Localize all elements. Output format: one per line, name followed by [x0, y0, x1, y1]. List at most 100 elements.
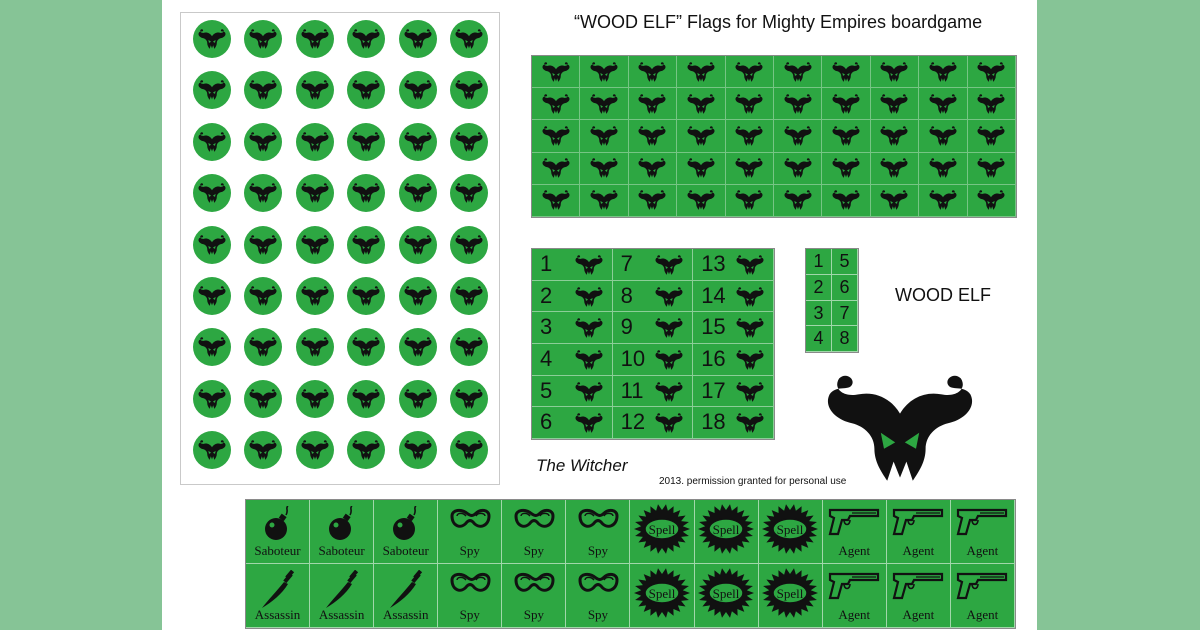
flag-cell [628, 88, 678, 121]
unit-counter: Agent [950, 500, 1015, 564]
unit-counter: Spell [694, 564, 759, 628]
circle-token [347, 379, 386, 418]
pistol-icon [892, 572, 944, 600]
wood-elf-emblem-icon [637, 189, 667, 211]
wood-elf-emblem-icon [248, 28, 278, 50]
spell-burst-icon: Spell [634, 568, 690, 618]
flag-cell [870, 88, 920, 121]
unit-label: Saboteur [382, 543, 429, 558]
circle-token [398, 431, 437, 470]
wood-elf-emblem-icon [783, 189, 813, 211]
unit-counter: Spell [630, 500, 695, 564]
numbered-counter: 11 [612, 375, 694, 408]
wood-elf-emblem-icon [879, 125, 909, 147]
unit-counter: Agent [950, 564, 1015, 628]
wood-elf-emblem-icon [197, 79, 227, 101]
flag-cell [677, 152, 726, 185]
wood-elf-emblem-icon [589, 125, 619, 147]
flag-cell [822, 88, 871, 121]
unit-counter: Assassin [310, 564, 375, 628]
circle-token [450, 328, 488, 367]
wood-elf-emblem-icon [831, 189, 861, 211]
dagger-icon [389, 570, 422, 608]
wood-elf-emblem-icon [976, 93, 1006, 115]
counter-number: 6 [540, 409, 553, 435]
circle-token [193, 174, 231, 213]
counter-number: 16 [701, 345, 726, 371]
flag-cell [532, 56, 581, 89]
wood-elf-emblem-icon [351, 182, 381, 204]
small-counter: 5 [832, 249, 858, 275]
goggles-icon [514, 572, 555, 592]
circle-token [193, 328, 231, 367]
goggles-icon [578, 572, 619, 592]
unit-counter: Spy [438, 564, 503, 628]
flag-cell [725, 88, 774, 121]
circle-token [244, 328, 283, 367]
spell-burst-icon: Spell [698, 504, 755, 554]
wood-elf-emblem-icon [574, 381, 604, 403]
numbered-counter: 6 [532, 407, 613, 439]
wood-elf-emblem-icon [248, 388, 278, 410]
unit-counter: Spy [502, 500, 567, 564]
wood-elf-emblem-icon [248, 439, 278, 461]
flag-cell [870, 56, 920, 89]
dagger-icon [261, 570, 294, 608]
flag-cell [967, 120, 1016, 153]
wood-elf-emblem-icon [454, 439, 484, 461]
wood-elf-emblem-icon [197, 439, 227, 461]
pistol-icon [828, 508, 880, 536]
circle-token [347, 122, 386, 161]
wood-elf-emblem-icon [454, 234, 484, 256]
wood-elf-emblem-icon [351, 79, 381, 101]
wood-elf-emblem-icon [248, 131, 278, 153]
flag-cell [628, 184, 678, 217]
counter-number: 15 [701, 314, 726, 340]
circle-token [347, 277, 386, 315]
flag-cell [532, 88, 581, 121]
page-title: “WOOD ELF” Flags for Mighty Empires boar… [574, 12, 983, 32]
circle-token [347, 328, 386, 367]
circle-token [295, 431, 334, 470]
wood-elf-emblem-icon [351, 336, 381, 358]
circle-token [450, 277, 488, 315]
flag-cell [919, 152, 968, 185]
wood-elf-emblem-icon [248, 79, 278, 101]
wood-elf-emblem-icon [300, 439, 330, 461]
wood-elf-emblem-icon [831, 157, 861, 179]
unit-label: Spy [523, 543, 544, 558]
wood-elf-emblem-icon [928, 189, 958, 211]
unit-counter: Spell [758, 564, 823, 628]
unit-counter: Agent [886, 564, 951, 628]
circle-token [244, 71, 283, 110]
counter-number: 3 [540, 314, 553, 340]
counter-number: 14 [701, 282, 726, 308]
circle-token [193, 379, 231, 418]
wood-elf-emblem-icon [197, 182, 227, 204]
circle-token [398, 122, 437, 161]
numbered-counter: 13 [693, 249, 774, 281]
circle-token [398, 277, 437, 315]
wood-elf-emblem-icon [589, 61, 619, 83]
unit-label: Saboteur [254, 543, 301, 558]
flag-cell [774, 120, 823, 153]
circle-token [450, 71, 488, 110]
spell-burst-icon: Spell [634, 504, 690, 554]
unit-label: Agent [966, 543, 999, 558]
unit-label: Assassin [318, 607, 365, 622]
flag-cell [774, 56, 823, 89]
goggles-icon [450, 508, 491, 528]
wood-elf-emblem-icon [574, 254, 604, 276]
unit-counter: Saboteur [374, 500, 439, 564]
wood-elf-emblem-icon [197, 234, 227, 256]
circle-token [244, 277, 283, 315]
circle-token [193, 431, 231, 470]
wood-elf-emblem-icon [735, 286, 765, 308]
unit-label: Assassin [382, 607, 429, 622]
wood-elf-emblem-icon [454, 388, 484, 410]
small-counter: 8 [832, 326, 858, 352]
wood-elf-emblem-icon [735, 381, 765, 403]
goggles-icon [578, 508, 619, 528]
wood-elf-emblem-icon [541, 157, 571, 179]
